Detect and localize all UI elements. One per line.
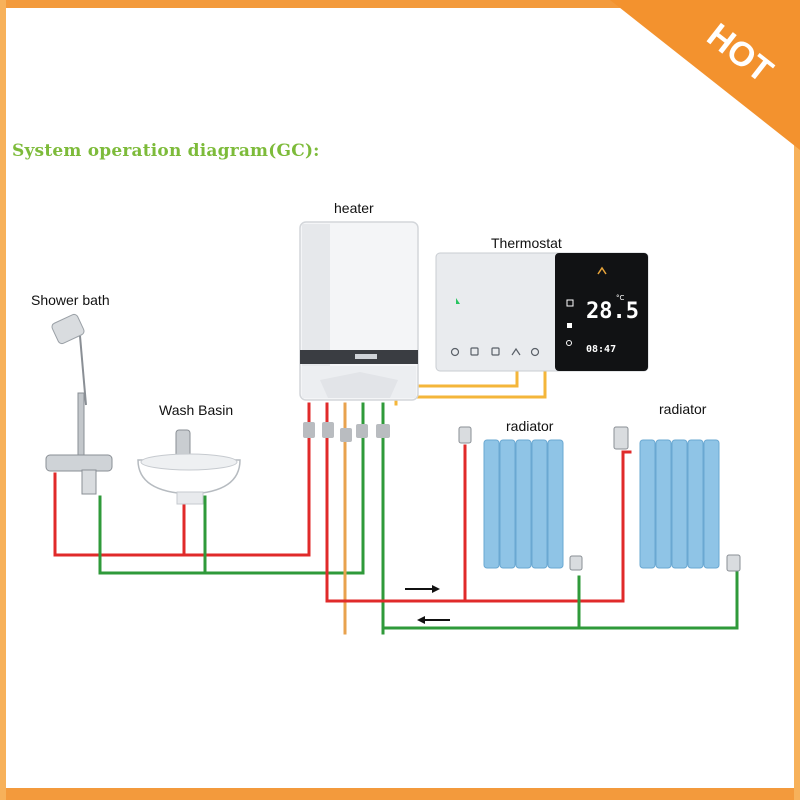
flame-icon: [567, 323, 572, 328]
thermostat-label: Thermostat: [491, 235, 562, 251]
heating-return-pipe: [381, 570, 739, 630]
frame-top: [0, 0, 800, 8]
wash-basin-fixture: [137, 429, 241, 505]
mode-button-icon[interactable]: [470, 347, 479, 356]
radiator-2: [613, 426, 741, 572]
thermostat-unit: 28.5 °C 08:47: [435, 252, 649, 372]
thermostat-temperature-unit: °C: [616, 294, 625, 302]
hot-badge: HOT: [610, 0, 800, 150]
thermostat-screen: [555, 253, 648, 371]
outlet-valves: [303, 422, 390, 442]
frame-left: [0, 0, 6, 800]
timer-button-icon[interactable]: [530, 347, 540, 357]
power-led-icon: [456, 298, 460, 304]
shower-mixer-valve: [45, 454, 113, 472]
power-button-icon[interactable]: [450, 347, 460, 357]
cold-water-pipe-domestic: [98, 402, 385, 635]
heating-flow-pipe: [325, 402, 632, 603]
heating-mode-icon: [566, 299, 574, 307]
frame-right: [794, 0, 800, 800]
shower-head-icon: [51, 313, 85, 345]
heater-label: heater: [334, 200, 374, 216]
diagram-title: System operation diagram(GC):: [12, 141, 320, 161]
flow-arrow-left: [417, 616, 450, 624]
flow-arrow-right: [405, 585, 440, 593]
radiator-1-label: radiator: [506, 418, 554, 434]
thermostat-temperature: 28.5: [586, 299, 639, 324]
heater-unit: [299, 221, 419, 401]
radiator-2-label: radiator: [659, 401, 707, 417]
thermostat-clock: 08:47: [586, 344, 616, 355]
frame-bottom: [0, 788, 800, 800]
arrow-up-indicator-icon: [597, 266, 607, 275]
menu-button-icon[interactable]: [491, 347, 500, 356]
pipe-network: [53, 370, 739, 635]
basin-label: Wash Basin: [159, 402, 234, 418]
radiator-2-valve-icon: [613, 426, 629, 450]
hot-badge-ribbon: [610, 0, 800, 150]
up-button-icon[interactable]: [511, 347, 521, 356]
radiator-1: [458, 426, 583, 571]
lock-icon: [566, 340, 572, 346]
shower-label: Shower bath: [31, 292, 110, 308]
radiator-1-valve-icon: [458, 426, 472, 444]
shower-fixture: [45, 313, 113, 495]
